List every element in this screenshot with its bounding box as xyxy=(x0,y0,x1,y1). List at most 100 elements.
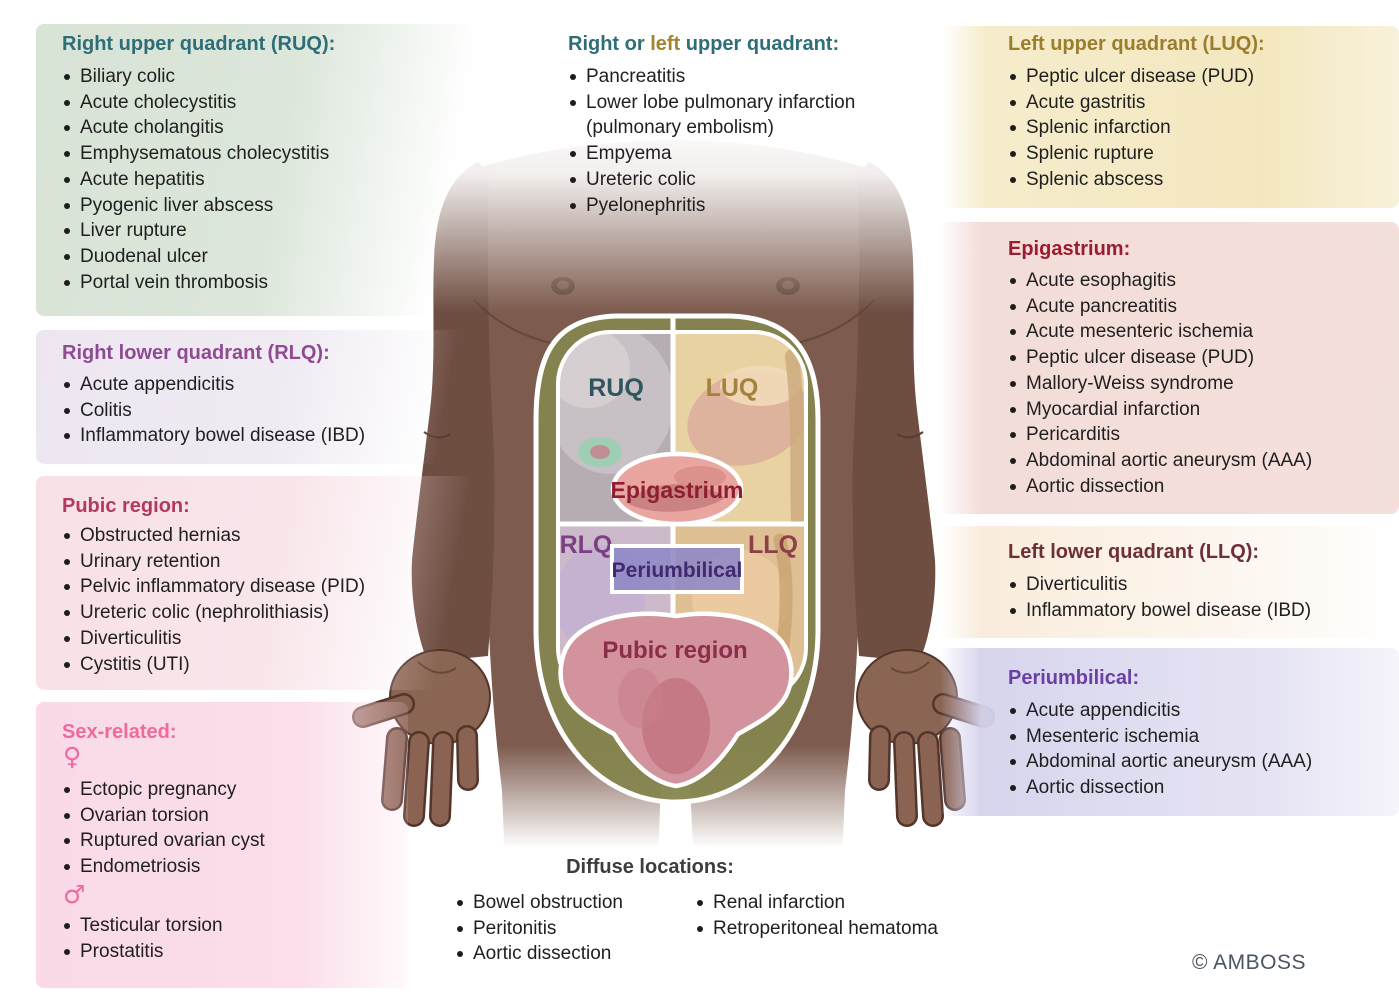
list-item: Ruptured ovarian cyst xyxy=(62,828,392,854)
list-item: Lower lobe pulmonary infarction (pulmona… xyxy=(568,90,894,141)
panel-epigastrium-title: Epigastrium: xyxy=(1008,238,1131,260)
list-item: Splenic abscess xyxy=(1008,167,1383,193)
list-item: Acute gastritis xyxy=(1008,90,1383,116)
diagram-label-epigastrium: Epigastrium xyxy=(611,477,744,503)
list-item: Prostatitis xyxy=(62,939,392,965)
list-item: Aortic dissection xyxy=(1008,474,1383,500)
list-item: Diverticulitis xyxy=(62,626,458,652)
torso-body xyxy=(411,140,936,866)
list-item: Pericarditis xyxy=(1008,422,1383,448)
panel-sex-related-title: Sex-related: xyxy=(62,721,177,743)
panel-ruq-list: Biliary colic Acute cholecystitis Acute … xyxy=(62,64,458,295)
ruq-region xyxy=(558,332,673,524)
list-item: Acute mesenteric ischemia xyxy=(1008,319,1383,345)
panel-diffuse-col1: Bowel obstruction Peritonitis Aortic dis… xyxy=(455,890,687,967)
list-item: Ureteric colic xyxy=(568,167,894,193)
list-item: Ureteric colic (nephrolithiasis) xyxy=(62,600,458,626)
diagram-label-periumbilical: Periumbilical xyxy=(612,559,743,582)
abdomen-overlay: RUQ LUQ RLQ LLQ Pubic region Epigastrium… xyxy=(533,313,821,805)
list-item: Pancreatitis xyxy=(568,64,894,90)
panel-sex-male-list: Testicular torsion Prostatitis xyxy=(62,913,392,964)
list-item: Peptic ulcer disease (PUD) xyxy=(1008,64,1383,90)
panel-diffuse-title: Diffuse locations: xyxy=(566,856,734,878)
panel-periumbilical: Periumbilical: Acute appendicitis Mesent… xyxy=(940,648,1399,816)
panel-llq-title: Left lower quadrant (LLQ): xyxy=(1008,541,1260,563)
title-part-left: left xyxy=(650,33,681,55)
title-part: Right or xyxy=(568,33,651,55)
list-item: Mallory-Weiss syndrome xyxy=(1008,371,1383,397)
list-item: Acute esophagitis xyxy=(1008,268,1383,294)
diagram-label-llq: LLQ xyxy=(748,531,798,559)
list-item: Pelvic inflammatory disease (PID) xyxy=(62,574,458,600)
panel-luq-list: Peptic ulcer disease (PUD) Acute gastrit… xyxy=(1008,64,1383,193)
panel-ruq: Right upper quadrant (RUQ): Biliary coli… xyxy=(36,24,472,316)
list-item: Peritonitis xyxy=(455,916,687,942)
panel-periumbilical-list: Acute appendicitis Mesenteric ischemia A… xyxy=(1008,698,1383,801)
list-item: Inflammatory bowel disease (IBD) xyxy=(1008,598,1383,624)
female-icon: ♀ xyxy=(63,742,82,771)
panel-sex-female-list: Ectopic pregnancy Ovarian torsion Ruptur… xyxy=(62,777,392,880)
copyright-label: © AMBOSS xyxy=(1192,951,1307,974)
list-item: Abdominal aortic aneurysm (AAA) xyxy=(1008,749,1383,775)
list-item: Urinary retention xyxy=(62,549,458,575)
list-item: Portal vein thrombosis xyxy=(62,270,458,296)
list-item: Biliary colic xyxy=(62,64,458,90)
panel-pubic: Pubic region: Obstructed hernias Urinary… xyxy=(36,476,472,690)
list-item: Acute appendicitis xyxy=(62,372,458,398)
list-item: Peptic ulcer disease (PUD) xyxy=(1008,345,1383,371)
list-item: Empyema xyxy=(568,141,894,167)
panel-upper-center-list: Pancreatitis Lower lobe pulmonary infarc… xyxy=(568,64,894,218)
panel-luq-title: Left upper quadrant (LUQ): xyxy=(1008,33,1265,55)
panel-epigastrium-list: Acute esophagitis Acute pancreatitis Acu… xyxy=(1008,268,1383,499)
diagram-label-ruq: RUQ xyxy=(588,374,644,402)
list-item: Retroperitoneal hematoma xyxy=(695,916,995,942)
male-icon: ♂ xyxy=(63,880,86,909)
rlq-region xyxy=(558,524,673,700)
panel-upper-center-title: Right or left upper quadrant: xyxy=(568,33,839,56)
panel-rlq-title: Right lower quadrant (RLQ): xyxy=(62,342,330,364)
list-item: Aortic dissection xyxy=(1008,775,1383,801)
panel-diffuse-col2: Renal infarction Retroperitoneal hematom… xyxy=(695,890,995,941)
panel-periumbilical-title: Periumbilical: xyxy=(1008,667,1140,689)
list-item: Emphysematous cholecystitis xyxy=(62,141,458,167)
nipples xyxy=(551,277,800,295)
diagram-label-rlq: RLQ xyxy=(560,531,613,559)
list-item: Ectopic pregnancy xyxy=(62,777,392,803)
title-part: upper quadrant: xyxy=(680,33,840,55)
list-item: Splenic rupture xyxy=(1008,141,1383,167)
pubic-region-shape: Pubic region xyxy=(558,611,794,789)
list-item: Mesenteric ischemia xyxy=(1008,724,1383,750)
panel-pubic-list: Obstructed hernias Urinary retention Pel… xyxy=(62,523,458,677)
panel-llq-list: Diverticulitis Inflammatory bowel diseas… xyxy=(1008,572,1383,623)
luq-region xyxy=(673,332,806,524)
list-item: Splenic infarction xyxy=(1008,115,1383,141)
llq-region xyxy=(673,524,806,700)
list-item: Acute cholangitis xyxy=(62,115,458,141)
panel-rlq: Right lower quadrant (RLQ): Acute append… xyxy=(36,330,472,464)
list-item: Renal infarction xyxy=(695,890,995,916)
list-item: Colitis xyxy=(62,398,458,424)
list-item: Abdominal aortic aneurysm (AAA) xyxy=(1008,448,1383,474)
list-item: Diverticulitis xyxy=(1008,572,1383,598)
panel-upper-center: Right or left upper quadrant: Pancreatit… xyxy=(560,25,900,220)
panel-pubic-title: Pubic region: xyxy=(62,495,190,517)
list-item: Aortic dissection xyxy=(455,941,687,967)
list-item: Acute appendicitis xyxy=(1008,698,1383,724)
panel-rlq-list: Acute appendicitis Colitis Inflammatory … xyxy=(62,372,458,449)
panel-sex-related: Sex-related: ♀ Ectopic pregnancy Ovarian… xyxy=(36,702,408,988)
diagram-label-pubic: Pubic region xyxy=(602,637,747,664)
list-item: Pyogenic liver abscess xyxy=(62,193,458,219)
panel-diffuse: Diffuse locations: Bowel obstruction Per… xyxy=(440,845,1000,980)
panel-epigastrium: Epigastrium: Acute esophagitis Acute pan… xyxy=(940,222,1399,514)
right-arm xyxy=(852,162,936,662)
list-item: Bowel obstruction xyxy=(455,890,687,916)
list-item: Liver rupture xyxy=(62,218,458,244)
panel-luq: Left upper quadrant (LUQ): Peptic ulcer … xyxy=(940,26,1399,208)
epigastrium-shape: Epigastrium xyxy=(611,451,744,527)
list-item: Pyelonephritis xyxy=(568,193,894,219)
periumbilical-shape: Periumbilical xyxy=(610,544,744,594)
list-item: Acute hepatitis xyxy=(62,167,458,193)
list-item: Acute cholecystitis xyxy=(62,90,458,116)
list-item: Endometriosis xyxy=(62,854,392,880)
